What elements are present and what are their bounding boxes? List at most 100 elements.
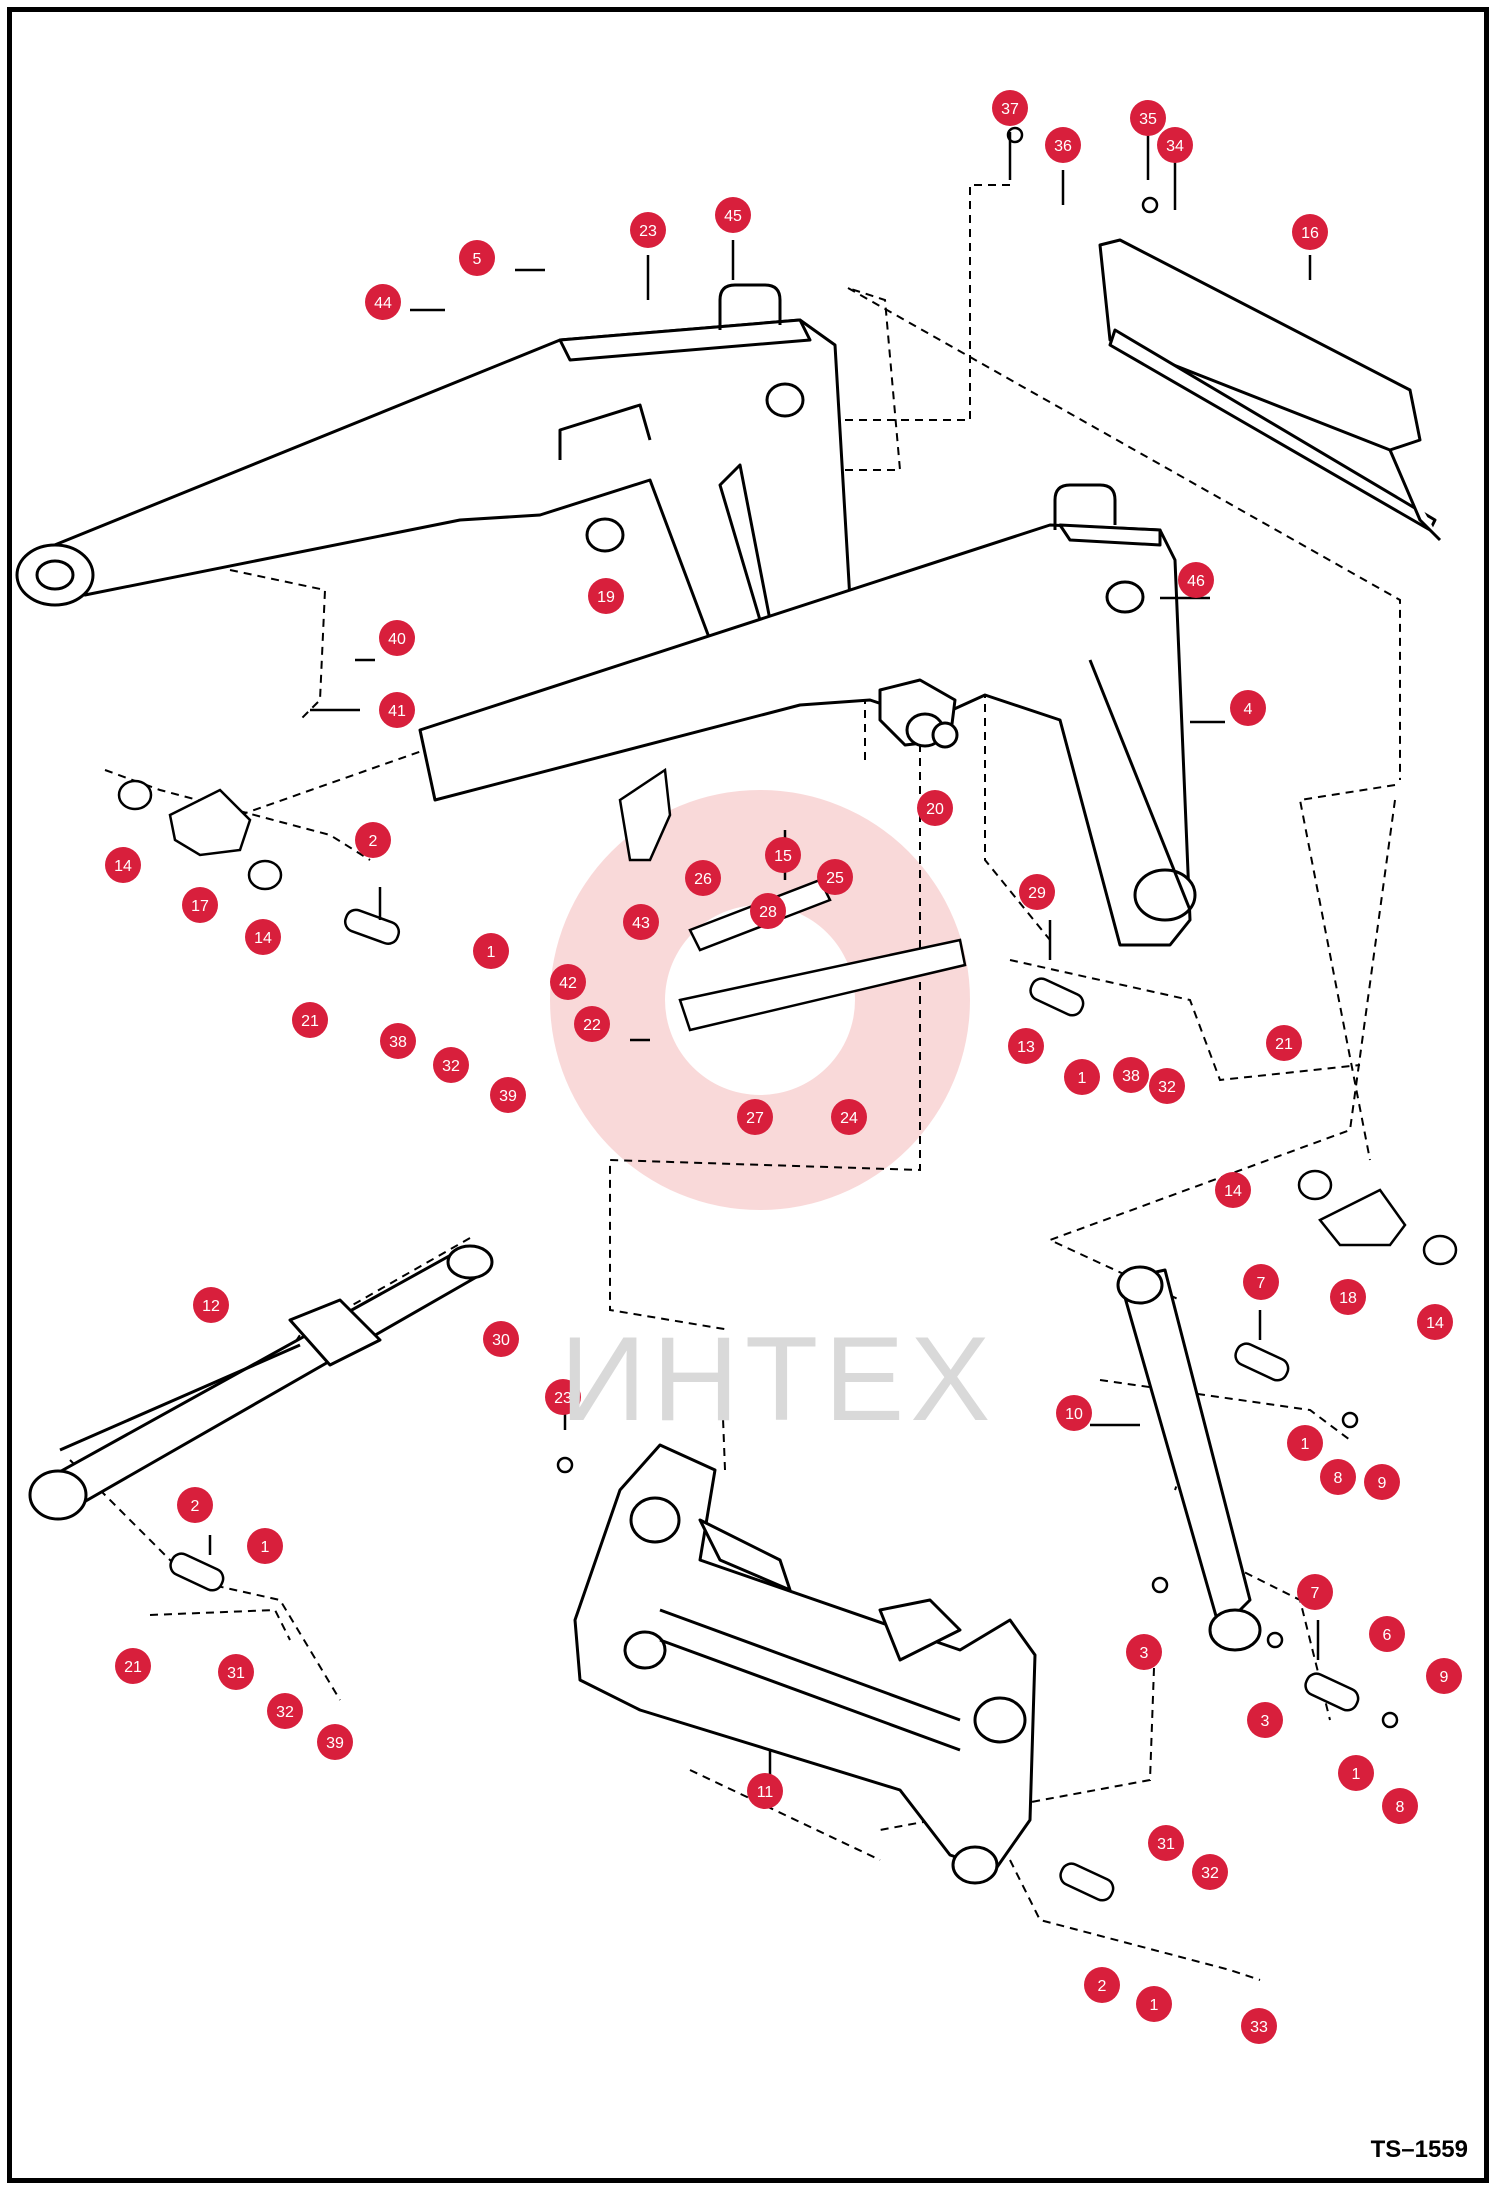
callout-marker [1241,2008,1277,2044]
callout-label: 3 [1140,1645,1149,1662]
callout-label: 9 [1378,1475,1387,1492]
callout-46: 46 [1178,562,1214,598]
callout-15: 15 [765,837,801,873]
callout-label: 39 [326,1735,344,1752]
callout-marker [267,1693,303,1729]
callout-14: 14 [105,847,141,883]
callout-45: 45 [715,197,751,233]
callout-13: 13 [1008,1028,1044,1064]
callout-label: 23 [639,223,657,240]
callout-label: 2 [191,1498,200,1515]
callout-label: 42 [559,975,577,992]
callout-marker [1230,690,1266,726]
callout-marker [1056,1395,1092,1431]
callout-label: 21 [1275,1036,1293,1053]
callout-marker [1426,1658,1462,1694]
callout-label: 29 [1028,885,1046,902]
callout-marker [247,1528,283,1564]
callout-1: 1 [247,1528,283,1564]
callout-label: 14 [254,930,272,947]
callout-9: 9 [1426,1658,1462,1694]
callout-marker [1149,1068,1185,1104]
callout-marker [1192,1854,1228,1890]
callout-marker [379,620,415,656]
callout-27: 27 [737,1099,773,1135]
callout-30: 30 [483,1321,519,1357]
callout-label: 1 [1150,1997,1159,2014]
callout-12: 12 [193,1287,229,1323]
callout-marker [574,1006,610,1042]
callout-marker [1136,1986,1172,2022]
callout-label: 37 [1001,101,1019,118]
callout-33: 33 [1241,2008,1277,2044]
callout-marker [817,859,853,895]
callout-label: 4 [1244,701,1253,718]
callout-43: 43 [623,904,659,940]
callout-marker [1148,1825,1184,1861]
callout-32: 32 [433,1047,469,1083]
callout-8: 8 [1382,1788,1418,1824]
callout-label: 43 [632,915,650,932]
callout-marker [105,847,141,883]
callout-label: 32 [442,1058,460,1075]
callout-7: 7 [1243,1264,1279,1300]
callout-41: 41 [379,692,415,728]
callout-marker [473,933,509,969]
callout-3: 3 [1126,1634,1162,1670]
callout-label: 40 [388,631,406,648]
tilt-cylinder-right [1116,1265,1262,1652]
callout-label: 1 [487,944,496,961]
callout-marker [1330,1279,1366,1315]
callout-marker [433,1047,469,1083]
callout-label: 11 [757,1784,774,1801]
callout-marker [1113,1057,1149,1093]
callout-marker [1157,127,1193,163]
callout-marker [1382,1788,1418,1824]
callout-23: 23 [630,212,666,248]
callout-label: 14 [114,858,132,875]
callout-marker [550,964,586,1000]
callout-marker [1292,214,1328,250]
callout-label: 9 [1440,1669,1449,1686]
callout-17: 17 [182,887,218,923]
callout-marker [623,904,659,940]
callout-39: 39 [317,1724,353,1760]
callout-label: 14 [1426,1315,1444,1332]
callout-label: 5 [473,251,482,268]
callout-label: 14 [1224,1183,1242,1200]
callout-32: 32 [267,1693,303,1729]
callout-19: 19 [588,578,624,614]
callout-31: 31 [1148,1825,1184,1861]
callout-label: 34 [1166,138,1184,155]
callout-38: 38 [1113,1057,1149,1093]
callout-label: 8 [1396,1799,1405,1816]
callout-1: 1 [473,933,509,969]
callout-31: 31 [218,1654,254,1690]
callout-marker [747,1773,783,1809]
callout-label: 28 [759,904,777,921]
callout-10: 10 [1056,1395,1092,1431]
callout-marker [750,893,786,929]
callout-42: 42 [550,964,586,1000]
callout-label: 30 [492,1332,510,1349]
callout-label: 12 [202,1298,220,1315]
callout-21: 21 [115,1648,151,1684]
right-lift-arm [418,483,1197,947]
callout-7: 7 [1297,1574,1333,1610]
callout-label: 8 [1334,1470,1343,1487]
callout-14: 14 [1215,1172,1251,1208]
callout-marker [1247,1702,1283,1738]
callout-label: 33 [1250,2019,1268,2036]
callout-label: 20 [926,801,944,818]
callout-32: 32 [1192,1854,1228,1890]
callout-label: 10 [1065,1406,1083,1423]
callout-marker [483,1321,519,1357]
callout-label: 1 [1352,1766,1361,1783]
callout-22: 22 [574,1006,610,1042]
callout-38: 38 [380,1023,416,1059]
callout-marker [182,887,218,923]
callout-label: 46 [1187,573,1205,590]
pins-and-hardware [117,126,1458,1902]
callout-label: 38 [389,1034,407,1051]
callout-label: 41 [388,703,406,720]
